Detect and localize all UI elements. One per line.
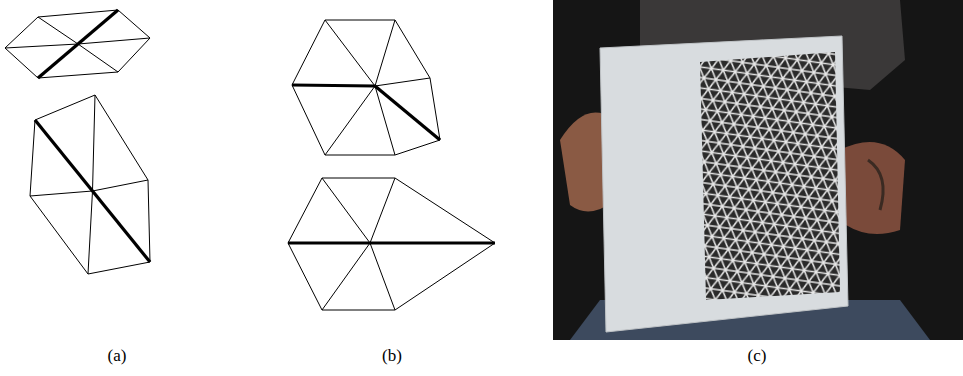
edge-line [78, 44, 118, 72]
panel-label: (a) [108, 346, 127, 366]
edge-line [5, 44, 78, 48]
edge-line [375, 86, 440, 140]
mesh-figure [5, 10, 150, 274]
edge-line [375, 20, 395, 86]
edge-line [370, 178, 395, 243]
bold-edge [375, 86, 440, 140]
edge-line [93, 95, 96, 191]
edge-line [325, 86, 375, 155]
edge-line [325, 20, 375, 86]
outline [30, 95, 150, 274]
bold-edge [38, 10, 118, 78]
edge-line [375, 78, 430, 86]
bold-edge [288, 241, 495, 244]
bold-edge [35, 120, 150, 262]
photograph [553, 0, 963, 340]
edge-line [38, 17, 78, 44]
edge-line [322, 243, 370, 310]
outline [292, 20, 440, 155]
edge-line [370, 243, 395, 310]
outline [288, 178, 495, 310]
bold-edge [292, 85, 375, 86]
mesh-figure [288, 20, 495, 310]
outline [5, 10, 150, 78]
edge-line [93, 180, 149, 191]
edge-line [322, 178, 370, 243]
edge-line [292, 85, 375, 86]
edge-line [30, 191, 93, 196]
edge-line [88, 191, 93, 274]
edge-line [78, 38, 150, 44]
panel-label: (c) [748, 346, 767, 366]
panel-label: (b) [382, 346, 402, 366]
